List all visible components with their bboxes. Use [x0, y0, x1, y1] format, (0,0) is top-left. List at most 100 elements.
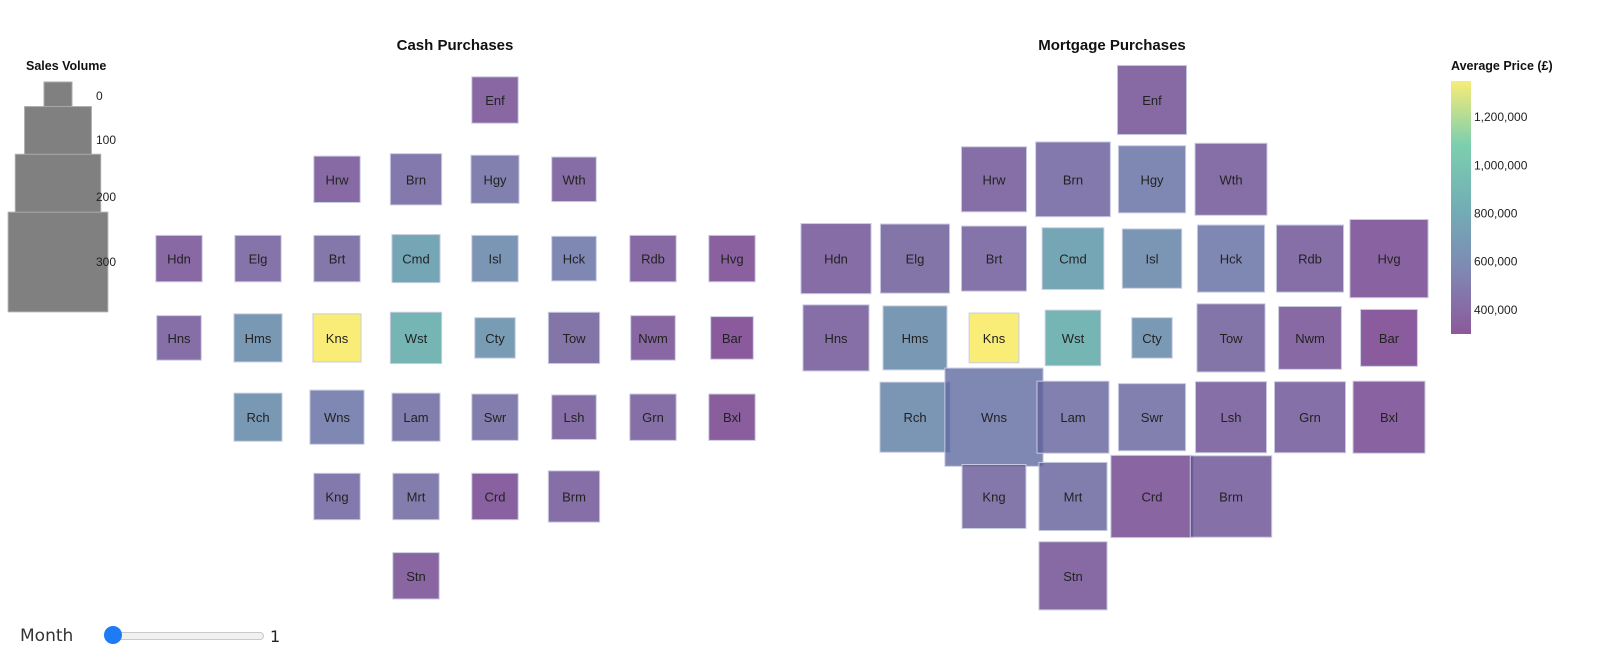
tile-hms[interactable]	[882, 305, 948, 371]
tile-hvg[interactable]	[1349, 219, 1429, 299]
tile-grn[interactable]	[1273, 381, 1347, 454]
tile-label-grn: Grn	[642, 410, 664, 425]
tile-hns[interactable]	[802, 304, 870, 372]
tile-label-rch: Rch	[903, 410, 926, 425]
month-slider-value: 1	[270, 626, 281, 646]
tile-lam[interactable]	[1036, 380, 1110, 454]
month-slider-track[interactable]	[104, 626, 264, 644]
month-slider-thumb[interactable]	[104, 626, 122, 644]
tile-label-cty: Cty	[485, 331, 505, 346]
tile-hck[interactable]	[1196, 224, 1266, 293]
color-legend-ramp	[1451, 81, 1471, 334]
tile-wns[interactable]	[309, 389, 365, 445]
tile-lam[interactable]	[391, 392, 441, 442]
tile-label-hns: Hns	[824, 331, 848, 346]
tile-hdn[interactable]	[800, 223, 872, 295]
tile-rch[interactable]	[879, 381, 951, 453]
tile-hvg[interactable]	[708, 234, 756, 283]
tile-elg[interactable]	[234, 234, 282, 283]
tile-nwm[interactable]	[630, 315, 676, 361]
tile-bxl[interactable]	[708, 393, 756, 441]
tile-kng[interactable]	[313, 472, 361, 521]
tile-label-hns: Hns	[167, 331, 191, 346]
tile-brt[interactable]	[313, 234, 361, 283]
tile-enf[interactable]	[1116, 64, 1188, 136]
tile-hgy[interactable]	[1117, 145, 1187, 214]
tile-label-tow: Tow	[562, 331, 586, 346]
tile-enf[interactable]	[471, 76, 519, 124]
color-legend-title: Average Price (£)	[1451, 59, 1553, 73]
tile-bxl[interactable]	[1352, 380, 1426, 454]
tile-hns[interactable]	[156, 315, 202, 361]
tile-rch[interactable]	[233, 392, 283, 442]
tile-label-mrt: Mrt	[1064, 490, 1083, 505]
tile-wth[interactable]	[1194, 142, 1268, 216]
color-legend-tick-label: 1,200,000	[1474, 110, 1528, 124]
tile-tow[interactable]	[547, 311, 601, 365]
tile-bar[interactable]	[1360, 308, 1418, 367]
tile-cmd[interactable]	[1041, 227, 1105, 290]
tile-label-nwm: Nwm	[1295, 331, 1325, 346]
tile-isl[interactable]	[471, 234, 519, 283]
tile-cty[interactable]	[474, 317, 516, 359]
tile-crd[interactable]	[471, 472, 519, 521]
tile-label-tow: Tow	[1219, 331, 1243, 346]
tile-label-swr: Swr	[484, 410, 507, 425]
tile-hdn[interactable]	[155, 234, 203, 283]
tile-tow[interactable]	[1196, 303, 1266, 373]
tile-hrw[interactable]	[960, 146, 1028, 213]
tile-isl[interactable]	[1121, 228, 1183, 289]
tile-kng[interactable]	[961, 464, 1027, 529]
tile-hrw[interactable]	[313, 155, 361, 203]
tile-rdb[interactable]	[629, 234, 677, 283]
tile-label-swr: Swr	[1141, 410, 1164, 425]
tile-wst[interactable]	[1044, 309, 1102, 367]
tile-mrt[interactable]	[392, 472, 440, 521]
tile-hgy[interactable]	[470, 154, 520, 204]
tile-nwm[interactable]	[1278, 305, 1342, 370]
tile-hck[interactable]	[551, 235, 597, 282]
tile-label-brt: Brt	[329, 252, 346, 267]
tile-label-bar: Bar	[1379, 331, 1400, 346]
tile-kns[interactable]	[312, 313, 362, 363]
tile-stn[interactable]	[392, 552, 440, 600]
tile-wst[interactable]	[389, 311, 443, 365]
tile-rdb[interactable]	[1275, 224, 1345, 293]
tile-grn[interactable]	[629, 393, 677, 441]
tile-label-grn: Grn	[1299, 410, 1321, 425]
color-legend-tick-label: 1,000,000	[1474, 158, 1528, 172]
tile-brm[interactable]	[1189, 455, 1273, 538]
panel-title-cash: Cash Purchases	[397, 37, 514, 54]
tile-label-elg: Elg	[249, 252, 268, 267]
tile-lsh[interactable]	[1194, 381, 1268, 454]
tile-kns[interactable]	[968, 312, 1020, 364]
size-legend-square	[43, 81, 73, 111]
tile-bar[interactable]	[710, 316, 754, 360]
tile-label-bxl: Bxl	[1380, 410, 1398, 425]
tile-crd[interactable]	[1110, 454, 1194, 539]
tile-label-lsh: Lsh	[1221, 410, 1242, 425]
tile-lsh[interactable]	[551, 394, 597, 440]
size-legend-label: 200	[96, 190, 116, 204]
month-slider-row: Month 1	[20, 626, 280, 646]
tile-hms[interactable]	[233, 313, 283, 363]
size-legend-square	[7, 211, 109, 313]
tile-wth[interactable]	[551, 156, 597, 203]
tile-label-bar: Bar	[722, 331, 743, 346]
tile-swr[interactable]	[1117, 383, 1187, 452]
tile-brm[interactable]	[547, 470, 601, 523]
tile-cmd[interactable]	[391, 234, 441, 284]
tile-label-enf: Enf	[485, 93, 505, 108]
tile-swr[interactable]	[471, 393, 519, 441]
tile-mrt[interactable]	[1038, 461, 1108, 532]
tile-stn[interactable]	[1038, 541, 1108, 611]
tile-brt[interactable]	[960, 225, 1028, 292]
tile-brn[interactable]	[389, 153, 443, 206]
tile-elg[interactable]	[879, 223, 951, 294]
tile-brn[interactable]	[1035, 141, 1111, 218]
tile-cty[interactable]	[1131, 317, 1173, 359]
tile-label-rdb: Rdb	[1298, 252, 1322, 267]
tile-label-hgy: Hgy	[483, 172, 507, 187]
